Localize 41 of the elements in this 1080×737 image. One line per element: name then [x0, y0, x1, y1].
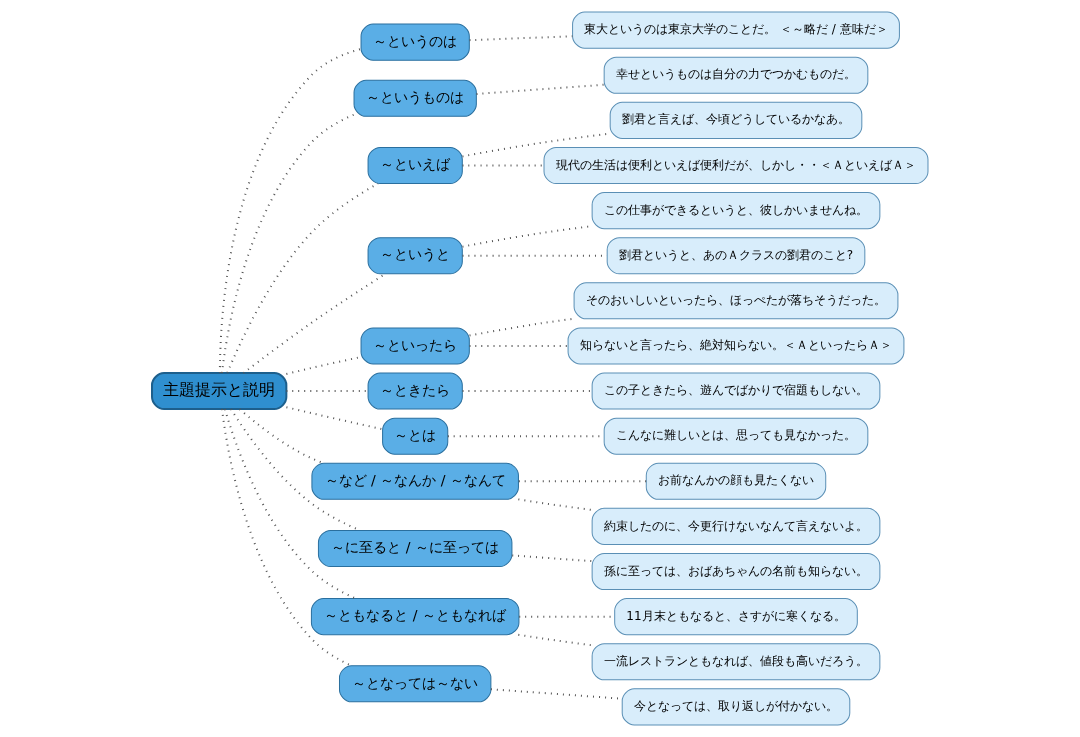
node-box: この仕事ができるというと、彼しかいませんね。 — [591, 192, 881, 230]
node-box: この子ときたら、遊んでばかりで宿題もしない。 — [591, 372, 881, 410]
node-box: ～というと — [367, 237, 463, 275]
node-box: ～に至ると / ～に至っては — [317, 529, 513, 567]
connector — [476, 83, 604, 95]
connector — [518, 633, 593, 647]
connector — [518, 498, 593, 511]
connector — [239, 408, 324, 465]
connector — [512, 554, 593, 563]
node-box: ～といえば — [367, 146, 463, 185]
node-box: 主題提示と説明 — [151, 372, 288, 411]
node-box: 一流レストランともなれば、値段も高いだろう。 — [591, 643, 881, 681]
node-box: 幸せというものは自分の力でつかむものだ。 — [603, 56, 869, 94]
connector — [224, 409, 357, 600]
node-box: 11月末ともなると、さすがに寒くなる。 — [614, 598, 858, 636]
connector — [221, 409, 352, 667]
node-box: ～というものは — [353, 79, 477, 117]
node-box: ～など / ～なんか / ～なんて — [311, 462, 519, 500]
connector — [226, 182, 379, 374]
node-box: 劉君というと、あのＡクラスの劉君のこと? — [606, 237, 866, 275]
connector — [462, 390, 592, 393]
node-box: ～というのは — [360, 23, 470, 61]
node-box: ～ともなると / ～ともなれば — [310, 598, 520, 636]
node-box: 東大というのは東京大学のことだ。 ＜～略だ / 意味だ＞ — [572, 11, 900, 49]
node-box: ～といったら — [360, 327, 470, 365]
node-box: ～とは — [382, 417, 449, 455]
node-box: 孫に至っては、おばあちゃんの名前も知らない。 — [591, 552, 881, 591]
connector — [286, 390, 368, 393]
node-box: 現代の生活は便利といえば便利だが、しかし・・＜ＡといえばＡ＞ — [543, 146, 929, 185]
node-box: 劉君と言えば、今頃どうしているかなあ。 — [609, 101, 863, 139]
node-box: ～ときたら — [367, 372, 463, 410]
node-box: こんなに難しいとは、思っても見なかった。 — [603, 417, 869, 455]
node-box: 約束したのに、今更行けないなんて言えないよ。 — [591, 507, 881, 545]
node-box: 知らないと言ったら、絶対知らない。＜ＡといったらＡ＞ — [567, 327, 905, 365]
connector — [218, 48, 362, 373]
connector — [286, 406, 383, 431]
node-box: そのおいしいといったら、ほっぺたが落ちそうだった。 — [573, 282, 899, 320]
connector — [220, 113, 355, 373]
node-box: ～となっては～ない — [339, 665, 492, 703]
node-box: お前なんかの顔も見たくない — [645, 462, 827, 500]
node-box: 今となっては、取り返しが付かない。 — [621, 688, 851, 726]
